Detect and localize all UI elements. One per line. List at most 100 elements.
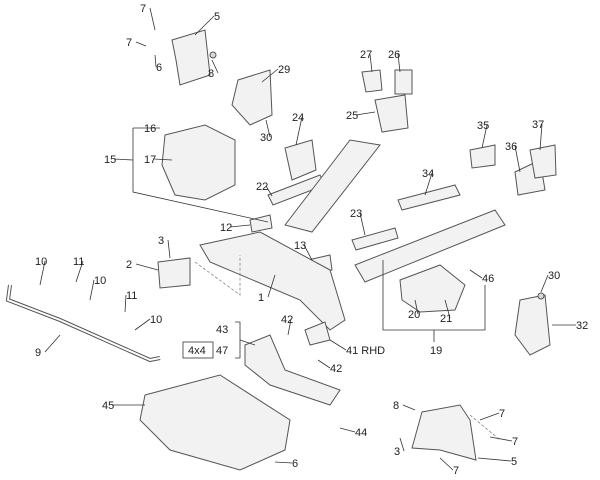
bracket-part — [304, 321, 331, 346]
callout-label: 19 — [430, 345, 442, 357]
leader-line — [397, 53, 401, 73]
leader-line — [89, 279, 95, 301]
callout-label: 36 — [505, 141, 517, 153]
callout-label: 41 RHD — [346, 345, 385, 357]
callout-label: 6 — [156, 62, 162, 74]
callout-label: 25 — [346, 110, 358, 122]
chassis-rail-part — [354, 209, 506, 283]
skid-plate-part — [139, 374, 291, 471]
callout-label: 13 — [294, 240, 306, 252]
callout-label: 43 — [216, 324, 228, 336]
callout-label: 11 — [126, 290, 137, 302]
callout-label: 8 — [393, 400, 399, 412]
leader-line — [355, 111, 376, 116]
leader-line — [229, 224, 251, 228]
leader-line — [339, 427, 356, 433]
callout-label: 42 — [330, 363, 342, 375]
callout-label: 7 — [126, 37, 132, 49]
leader-line — [167, 239, 171, 259]
leader-line — [75, 260, 84, 283]
callout-label: 23 — [350, 208, 362, 220]
callout-label: 7 — [512, 436, 518, 448]
callout-label: 44 — [355, 427, 367, 439]
callout-label: 5 — [511, 456, 517, 468]
callout-label: 34 — [422, 168, 434, 180]
callout-label: 3 — [158, 235, 164, 247]
leader-line — [124, 294, 127, 313]
bracket-part — [469, 144, 496, 169]
callout-label: 32 — [576, 320, 588, 332]
crossmember-part — [199, 231, 346, 331]
leader-line — [303, 244, 313, 261]
leader-line — [265, 185, 273, 197]
leader-line — [261, 68, 279, 83]
leader-line — [489, 436, 513, 442]
leader-line — [153, 158, 173, 161]
leader-line — [267, 274, 276, 298]
leader-line — [265, 119, 271, 138]
callout-label: 7 — [453, 465, 459, 477]
rail-part — [397, 184, 461, 211]
callout-label: 46 — [482, 273, 494, 285]
leader-line — [329, 339, 347, 351]
bracket-part — [411, 404, 477, 461]
leader-line — [369, 53, 373, 73]
leader-line — [444, 299, 451, 319]
bracket-part — [361, 69, 383, 93]
callout-label: 45 — [102, 400, 114, 412]
group-bracket-15 — [132, 128, 269, 223]
leader-line — [399, 437, 405, 452]
leader-line — [295, 116, 303, 146]
variant-box — [182, 341, 214, 359]
leader-line — [539, 123, 543, 151]
callout-label: 16 — [144, 123, 156, 135]
bracket-part — [249, 214, 273, 233]
leader-line — [134, 318, 151, 331]
callout-label: 26 — [388, 49, 400, 61]
bracket-part — [284, 139, 317, 181]
group-bracket-43 — [235, 321, 241, 359]
leader-line — [194, 15, 215, 36]
callout-label: 7 — [140, 3, 146, 15]
leader-line — [287, 318, 292, 336]
variant-label: 4x4 — [188, 345, 206, 357]
callout-label: 10 — [94, 275, 106, 287]
bracket-part — [171, 29, 211, 86]
callout-label: 8 — [208, 68, 214, 80]
nut-part — [537, 292, 545, 300]
callout-label: 35 — [477, 120, 489, 132]
leader-line — [154, 54, 157, 68]
panel-part — [514, 294, 551, 356]
crossmember-part — [244, 334, 341, 406]
callout-label: 22 — [256, 181, 268, 193]
callout-label: 17 — [144, 154, 156, 166]
bracket-part — [157, 257, 191, 289]
wheelarch-part — [399, 264, 466, 313]
leader-line — [481, 124, 488, 149]
callout-label: 47 — [216, 345, 228, 357]
leader-line — [414, 299, 419, 315]
callout-label: 9 — [35, 347, 41, 359]
leader-line — [540, 274, 549, 293]
callout-label: 12 — [220, 222, 232, 234]
leader-line — [135, 41, 147, 47]
callout-label: 37 — [532, 119, 544, 131]
callout-label: 1 — [258, 292, 264, 304]
leader-line — [424, 172, 433, 196]
callout-label: 7 — [499, 408, 505, 420]
nut-part — [209, 51, 217, 59]
leader-line — [479, 412, 500, 421]
callout-label: 27 — [360, 49, 372, 61]
callout-label: 30 — [548, 270, 560, 282]
wheelarch-part — [161, 124, 236, 201]
leader-line — [514, 145, 521, 173]
callout-label: 11 — [73, 256, 84, 268]
leader-line — [39, 260, 46, 286]
chassis-rail-part — [284, 139, 381, 233]
callout-label: 21 — [440, 313, 452, 325]
callout-label: 2 — [126, 259, 132, 271]
callout-label: 24 — [292, 112, 304, 124]
leader-line — [149, 7, 156, 31]
callout-label: 20 — [408, 309, 420, 321]
